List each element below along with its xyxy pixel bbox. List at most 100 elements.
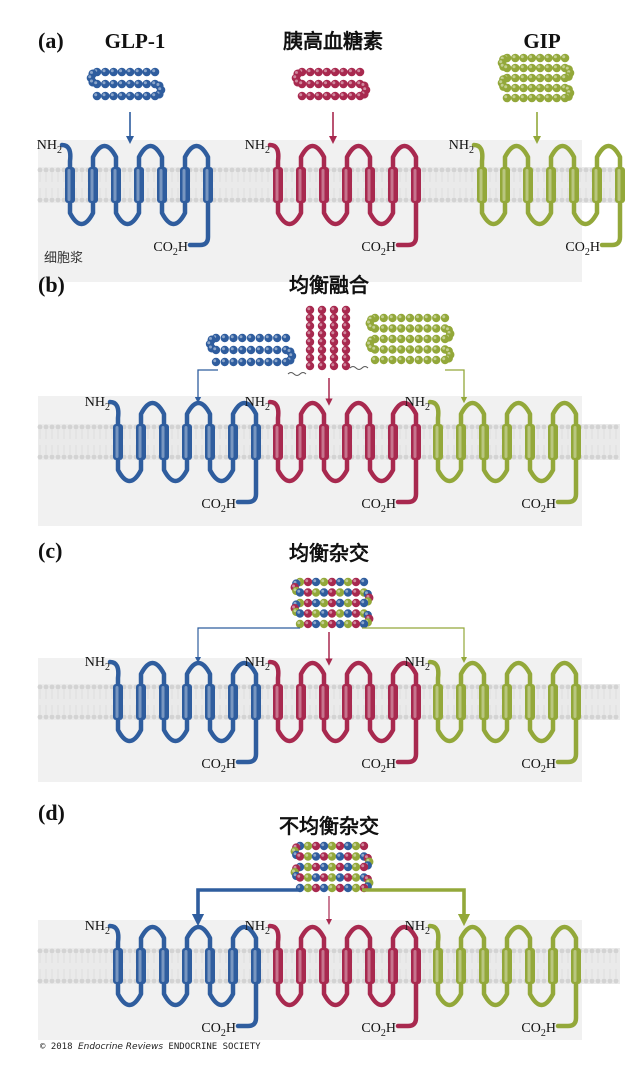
bead-highlight [329, 864, 333, 868]
panel-a-title-gip: GIP [523, 29, 561, 53]
helix-highlight [230, 426, 234, 458]
bead-highlight [110, 81, 114, 85]
bead-highlight [537, 65, 541, 69]
bead-highlight [329, 589, 333, 593]
bead-highlight [353, 864, 357, 868]
lipid-head [43, 197, 49, 203]
peptide-bead [150, 91, 160, 101]
bead-highlight [361, 874, 365, 878]
bead-highlight [416, 346, 419, 350]
bead-highlight [293, 852, 297, 856]
bead-highlight [313, 843, 317, 847]
peptide-bead [317, 337, 327, 347]
lipid-head [223, 424, 229, 430]
bead-highlight [331, 323, 335, 327]
bead-highlight [389, 346, 393, 350]
bead-highlight [389, 336, 393, 340]
lipid-head [217, 167, 223, 173]
lipid-head [595, 684, 601, 690]
peptide-bead [273, 357, 282, 367]
peptide-bead [317, 305, 327, 315]
lipid-head [451, 197, 457, 203]
lipid-head [199, 454, 205, 460]
bead-highlight [504, 95, 508, 99]
lipid-head [169, 167, 175, 173]
lipid-head [79, 714, 85, 720]
co2h-label: CO2H [361, 757, 396, 775]
peptide-bead [109, 67, 118, 77]
bead-highlight [158, 87, 162, 91]
bead-highlight [337, 610, 341, 614]
helix-highlight [275, 950, 279, 982]
bead-highlight [274, 335, 278, 339]
helix-highlight [527, 686, 531, 718]
lipid-head [337, 167, 343, 173]
peptide-bead [100, 79, 110, 89]
lipid-head [421, 454, 427, 460]
bead-highlight [274, 347, 278, 351]
lipid-head [145, 948, 151, 954]
bead-highlight [353, 853, 357, 857]
lipid-head [379, 424, 385, 430]
lipid-head [565, 714, 571, 720]
lipid-head [427, 197, 433, 203]
peptide-bead [397, 334, 406, 344]
peptide-bead [311, 873, 321, 882]
bead-highlight [345, 600, 349, 604]
peptide-bead [303, 619, 313, 629]
bead-highlight [265, 359, 269, 363]
bead-highlight [343, 363, 347, 367]
lipid-head [145, 978, 151, 984]
receptor-glucagon [267, 659, 421, 765]
bead-highlight [88, 75, 92, 79]
bead-highlight [293, 588, 297, 592]
peptide-bead [330, 79, 340, 89]
bead-highlight [389, 357, 393, 361]
peptide-bead [351, 619, 361, 629]
co2h-label: CO2H [361, 1021, 396, 1039]
peptide-bead [414, 345, 423, 354]
co2h-label: CO2H [565, 240, 600, 258]
lipid-head [403, 948, 409, 954]
lipid-head [541, 167, 547, 173]
lipid-head [121, 197, 127, 203]
helix-highlight [298, 426, 302, 458]
receptor-backbone [267, 142, 419, 248]
lipid-head [289, 424, 295, 430]
bead-highlight [520, 55, 524, 59]
peptide-bead [319, 841, 329, 851]
lipid-head [451, 948, 457, 954]
lipid-head [91, 454, 97, 460]
cytoplasm-label: 细胞浆 [44, 251, 83, 266]
bead-highlight [537, 75, 541, 79]
helix-highlight [413, 950, 417, 982]
peptide-bead [359, 862, 369, 872]
lipid-head [97, 167, 103, 173]
helix-highlight [298, 686, 302, 718]
bead-highlight [307, 339, 311, 343]
lipid-head [541, 197, 547, 203]
bead-highlight [424, 336, 428, 340]
peptide-bead [335, 841, 345, 851]
bead-highlight [562, 95, 566, 99]
peptide-bead [351, 841, 361, 851]
peptide-bead [238, 345, 247, 355]
bead-highlight [313, 874, 317, 878]
lipid-head [241, 454, 247, 460]
helix-highlight [502, 169, 506, 201]
peptide-bead [246, 333, 256, 343]
lipid-head [61, 978, 67, 984]
bead-highlight [331, 339, 335, 343]
peptide-bead [329, 313, 339, 323]
helix-highlight [573, 950, 577, 982]
bead-highlight [305, 610, 309, 614]
bead-highlight [445, 348, 449, 352]
lipid-head [49, 197, 55, 203]
bead-highlight [293, 873, 297, 877]
bead-highlight [152, 81, 156, 85]
peptide-bead [311, 862, 321, 872]
lipid-head [421, 978, 427, 984]
lipid-head [43, 978, 49, 984]
bead-highlight [313, 621, 317, 625]
